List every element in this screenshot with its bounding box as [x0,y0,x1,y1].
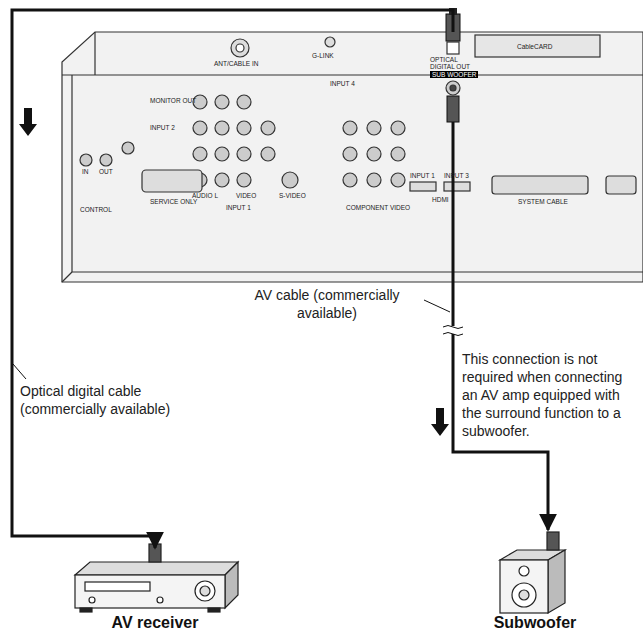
cable [12,10,453,548]
node-text: SUB WOOFER [430,71,478,78]
port-label: AUDIO L [192,192,218,199]
port-label: SERVICE ONLY [150,198,197,205]
direction-arrow [431,408,449,436]
av-receiver: AV receiver [65,548,245,632]
node-text: AV receiver [65,614,245,632]
port-label: ANT/CABLE IN [214,60,258,67]
cable-break [443,326,463,336]
port-label: G-LINK [312,52,334,59]
port-label: INPUT 1 [410,172,435,179]
leader-line [13,364,26,379]
port-label: INPUT 1 [226,204,251,211]
port-label: MONITOR OUT [150,97,196,104]
subwoofer: Subwoofer [465,530,605,632]
node-text: DIGITAL OUT [430,63,470,70]
subwoofer-illustration [500,532,565,613]
tv-rear-panel [62,32,643,282]
leader-line [424,300,450,312]
port-label: CONTROL [80,206,112,213]
port-label: OUT [99,168,113,175]
port-label: IN [82,168,89,175]
port-label: OPTICAL [430,56,458,63]
cable-label: Optical digital cable (commercially avai… [20,382,220,418]
port-label: VIDEO [236,192,256,199]
port-label: HDMI [432,196,449,203]
port-label: S-VIDEO [279,192,306,199]
direction-arrow [19,108,37,136]
port-label: INPUT 4 [330,80,355,87]
port-label: SYSTEM CABLE [518,198,568,205]
av-receiver-illustration [75,544,238,612]
node-text: Subwoofer [465,614,605,632]
port-label: COMPONENT VIDEO [346,204,410,211]
port-label: INPUT 3 [444,172,469,179]
note-text: This connection is not required when con… [462,350,636,440]
port-label: INPUT 2 [150,124,175,131]
cable-plug [446,8,460,282]
port-label: CableCARD [517,43,552,50]
cable-label: AV cable (commercially available) [232,286,422,322]
tv-rear-panel: DIGITAL OUTSUB WOOFER [60,32,643,282]
